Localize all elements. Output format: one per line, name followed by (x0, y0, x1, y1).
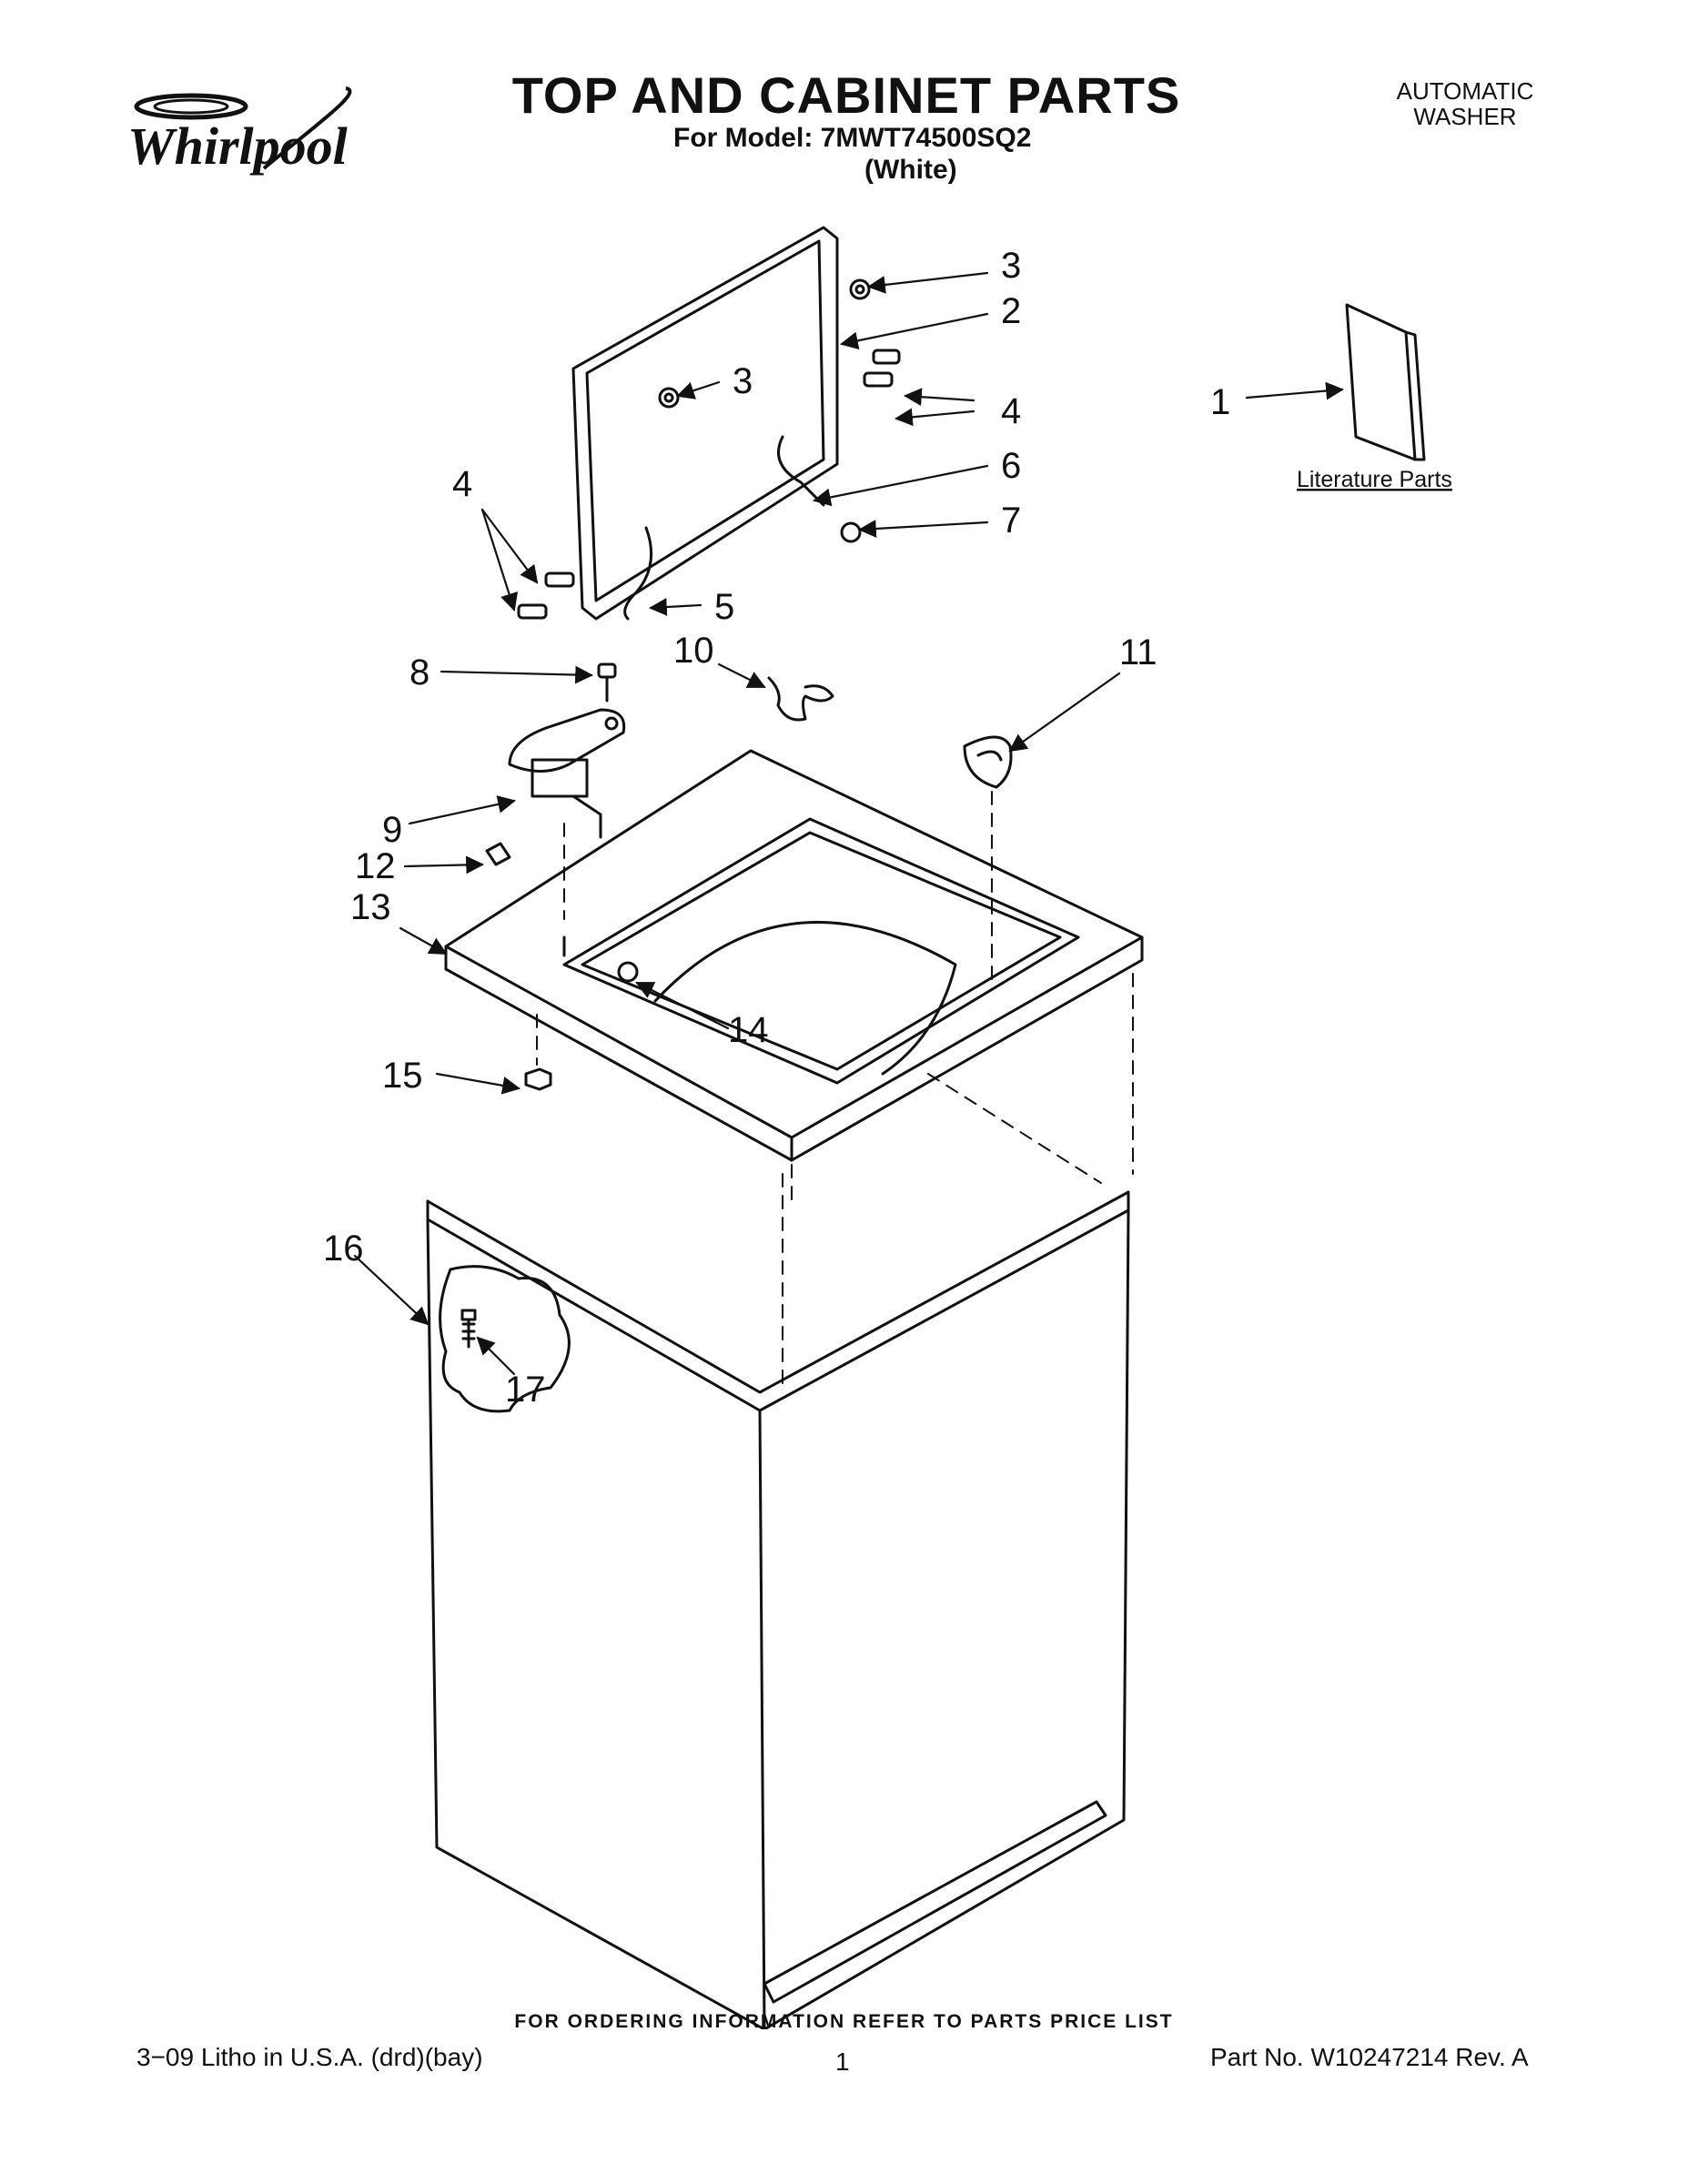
top-panel (444, 749, 1144, 1162)
callout-4b: 4 (452, 464, 472, 504)
appliance-type-line-2: WASHER (1413, 103, 1517, 130)
callout-2: 2 (1001, 291, 1021, 331)
callout-1: 1 (1210, 382, 1230, 422)
lid-frame (571, 226, 839, 621)
svg-text:Whirlpool: Whirlpool (127, 116, 349, 176)
callout-5: 5 (714, 587, 734, 627)
alignment-lines (536, 791, 1134, 1202)
callout-9: 9 (382, 810, 402, 850)
page-title: TOP AND CABINET PARTS (511, 66, 1181, 124)
callout-11: 11 (1119, 632, 1157, 672)
clip-12 (485, 842, 511, 866)
page-number: 1 (835, 2048, 850, 2076)
callout-13: 13 (350, 887, 391, 927)
callout-16: 16 (323, 1228, 364, 1269)
callout-leaders (353, 271, 1344, 1376)
callout-3b: 3 (733, 361, 753, 401)
callout-10: 10 (673, 631, 714, 671)
literature-booklet (1345, 303, 1426, 461)
callout-15: 15 (382, 1056, 423, 1096)
callout-4a: 4 (1001, 391, 1021, 431)
callout-6: 6 (1001, 446, 1021, 486)
callout-3a: 3 (1001, 246, 1021, 286)
screw-8 (597, 662, 619, 731)
callout-14: 14 (728, 1010, 769, 1050)
lid-switch (508, 708, 626, 839)
clip-10 (767, 676, 834, 722)
model-line: For Model: 7MWT74500SQ2 (673, 123, 1032, 153)
callout-7: 7 (1001, 500, 1021, 541)
lid-actuators (623, 435, 862, 621)
callout-17: 17 (505, 1370, 546, 1410)
cabinet (426, 1173, 1130, 2029)
litho-line: 3−09 Litho in U.S.A. (drd)(bay) (136, 2043, 483, 2071)
ordering-note: FOR ORDERING INFORMATION REFER TO PARTS … (514, 2011, 1174, 2032)
pad-11 (963, 735, 1013, 789)
callout-12: 12 (355, 846, 396, 886)
literature-parts-label: Literature Parts (1297, 467, 1452, 492)
whirlpool-logo: Whirlpool (127, 86, 352, 176)
appliance-type-line-1: AUTOMATIC (1396, 77, 1534, 105)
part-number: Part No. W10247214 Rev. A (1210, 2043, 1529, 2071)
nut-15 (524, 1067, 552, 1091)
exploded-parts-diagram: 3 2 3 4 1 Literature Parts 6 7 4 5 8 10 … (323, 226, 1452, 2029)
color-line: (White) (864, 155, 957, 185)
callout-8: 8 (409, 652, 430, 693)
